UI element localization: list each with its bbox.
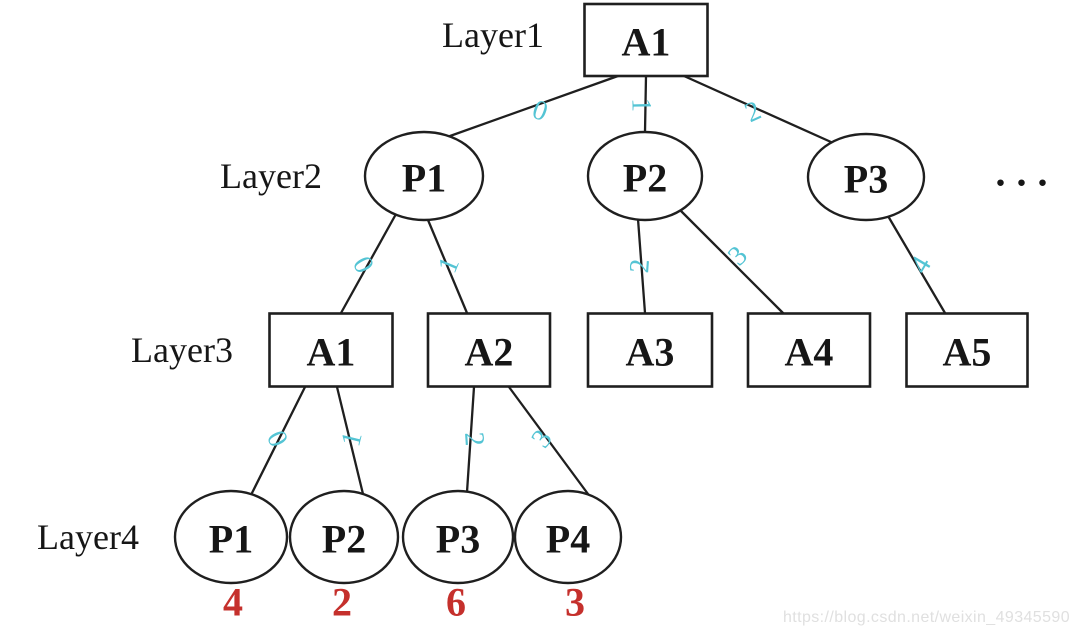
edge-L2-P1-L3-A2 — [426, 218, 469, 315]
node-L3-A5 — [905, 312, 1029, 388]
node-L1-A1 — [583, 2, 709, 78]
node-label-L3-A5: A5 — [943, 330, 992, 375]
edge-L2-P2-L3-A3 — [636, 217, 647, 315]
node-L2-P3 — [806, 132, 926, 222]
edge-L3-A1-L4-P2 — [335, 385, 365, 496]
layer-label-3: Layer3 — [131, 330, 233, 370]
edge-index-label: 2 — [458, 431, 490, 447]
node-L2-P1 — [363, 130, 485, 222]
node-label-L2-P3: P3 — [844, 157, 888, 202]
more-nodes-ellipsis: ... — [995, 149, 1059, 195]
edge-L2-P2-L3-A4 — [679, 209, 785, 315]
node-L4-P4 — [513, 489, 623, 585]
node-label-L4-P2: P2 — [322, 517, 366, 562]
node-label-L2-P2: P2 — [623, 156, 667, 201]
layer-label-2: Layer2 — [220, 156, 322, 196]
node-label-L1-A1: A1 — [622, 20, 671, 65]
node-L3-A1 — [268, 312, 394, 388]
edge-index-label: 0 — [260, 426, 294, 452]
leaf-value: 6 — [446, 579, 466, 625]
edge-L2-P1-L3-A1 — [339, 212, 398, 315]
node-L4-P2 — [288, 489, 400, 585]
edge-L2-P3-L3-A5 — [886, 214, 947, 315]
node-label-L3-A1: A1 — [307, 330, 356, 375]
node-L2-P2 — [586, 130, 704, 222]
edge-L3-A1-L4-P1 — [250, 385, 307, 495]
node-label-L2-P1: P1 — [402, 156, 446, 201]
edge-index-label: 3 — [722, 240, 754, 272]
node-label-L3-A2: A2 — [465, 330, 514, 375]
edge-L3-A2-L4-P4 — [507, 385, 590, 496]
watermark: https://blog.csdn.net/weixin_49345590 — [783, 609, 1070, 626]
edge-index-label: 4 — [904, 251, 938, 279]
node-label-L3-A3: A3 — [626, 330, 675, 375]
edge-L3-A2-L4-P3 — [465, 385, 476, 494]
edge-index-label: 1 — [432, 253, 466, 278]
edge-L1-A1-L2-P1 — [448, 74, 620, 138]
leaf-value: 2 — [332, 579, 352, 625]
node-L3-A4 — [746, 312, 872, 388]
edge-index-label: 2 — [624, 258, 656, 274]
node-label-L4-P4: P4 — [546, 517, 590, 562]
edge-L1-A1-L2-P2 — [643, 74, 648, 134]
layer-label-1: Layer1 — [442, 15, 544, 55]
node-L3-A2 — [426, 312, 552, 388]
edge-index-label: 0 — [528, 94, 552, 128]
edge-index-label: 1 — [335, 429, 368, 450]
node-label-L4-P3: P3 — [436, 517, 480, 562]
node-L4-P1 — [173, 489, 289, 585]
leaf-value: 3 — [565, 579, 585, 625]
node-L3-A3 — [586, 312, 714, 388]
leaf-value: 4 — [223, 579, 243, 625]
node-label-L3-A4: A4 — [785, 330, 834, 375]
node-L4-P3 — [401, 489, 515, 585]
edge-L1-A1-L2-P3 — [682, 74, 833, 144]
edge-index-label: 1 — [625, 98, 656, 113]
layer-label-4: Layer4 — [37, 517, 139, 557]
node-label-L4-P1: P1 — [209, 517, 253, 562]
